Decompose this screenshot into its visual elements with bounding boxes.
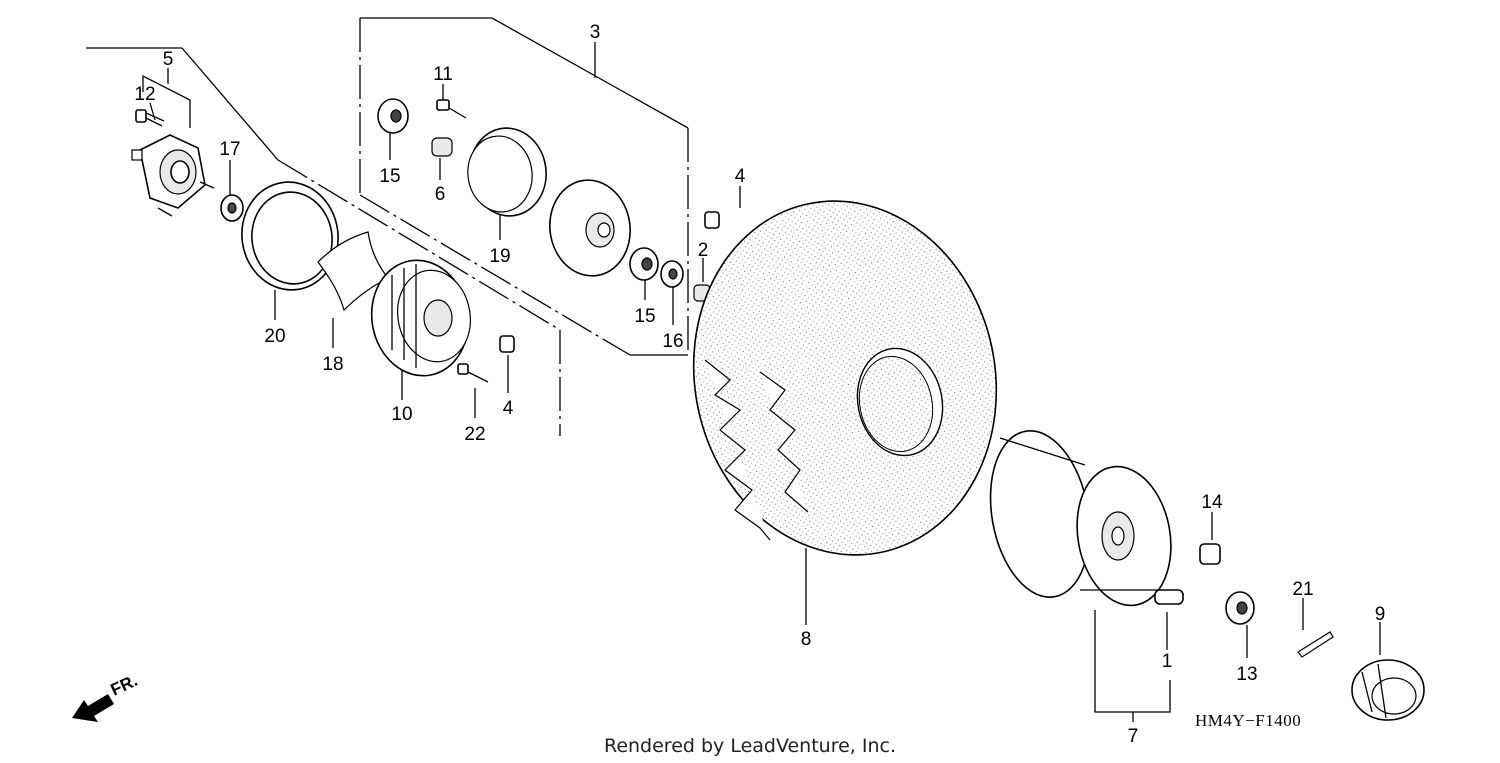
callout-16: 16: [662, 331, 683, 352]
callout-20: 20: [264, 326, 285, 347]
cap-nut-13-icon: [1225, 591, 1255, 625]
callout-17: 17: [219, 139, 240, 160]
wheel-rim-7-icon: [989, 430, 1172, 607]
front-direction-arrow-icon: [72, 694, 114, 722]
callout-18: 18: [322, 354, 343, 375]
bolt-4b-icon: [704, 211, 720, 229]
seal-19-icon: [467, 127, 547, 217]
callout-8: 8: [801, 629, 812, 650]
callout-3: 3: [590, 22, 601, 43]
brake-drum-10-icon: [370, 259, 471, 377]
callout-14: 14: [1201, 492, 1223, 513]
callout-15-upper: 15: [379, 166, 400, 187]
leader-lines: [149, 84, 1381, 658]
bearing-15a-icon: [377, 98, 409, 134]
callout-1: 1: [1162, 651, 1173, 672]
bearing-15b-icon: [629, 247, 659, 281]
callout-11: 11: [433, 64, 453, 85]
callout-15-lower: 15: [634, 306, 655, 327]
bolt-11-icon: [436, 99, 467, 119]
valve-stem-1-icon: [1154, 589, 1184, 605]
bolt-22-icon: [457, 363, 489, 383]
callout-6: 6: [435, 184, 446, 205]
callout-9: 9: [1375, 604, 1386, 625]
callout-13: 13: [1236, 664, 1257, 685]
assembly-lines: [86, 17, 1171, 722]
callout-4-upper: 4: [735, 166, 746, 187]
bearing-17-icon: [220, 194, 244, 222]
callout-4-lower: 4: [503, 398, 514, 419]
callout-22: 22: [464, 424, 485, 445]
wheel-hub-icon: [131, 134, 215, 217]
credit-line: Rendered by LeadVenture, Inc.: [604, 735, 896, 757]
bolt-12-icon: [135, 109, 165, 127]
nut-14-icon: [1199, 543, 1221, 565]
bearing-16-icon: [660, 260, 684, 288]
callout-5: 5: [163, 49, 174, 70]
callout-numbers: 1 2 3 4 4 5 6 7 8 9 10 11 12 13 14 15 15…: [134, 22, 1385, 747]
brake-panel-icon: [549, 179, 631, 277]
drawing-code: HM4Y−F1400: [1195, 711, 1301, 730]
collar-6-icon: [431, 137, 453, 157]
callout-12: 12: [134, 84, 155, 105]
cotter-pin-21-icon: [1297, 631, 1334, 658]
bolt-4a-icon: [499, 335, 515, 353]
callout-19: 19: [489, 246, 510, 267]
tire-8-icon: [692, 200, 998, 556]
front-marker: FR.: [108, 671, 141, 700]
callout-10: 10: [391, 404, 412, 425]
callout-21: 21: [1292, 579, 1313, 600]
callout-7: 7: [1128, 726, 1139, 747]
callout-2: 2: [698, 240, 709, 261]
hub-cap-9-icon: [1351, 659, 1425, 721]
seal-20-icon: [241, 181, 339, 291]
